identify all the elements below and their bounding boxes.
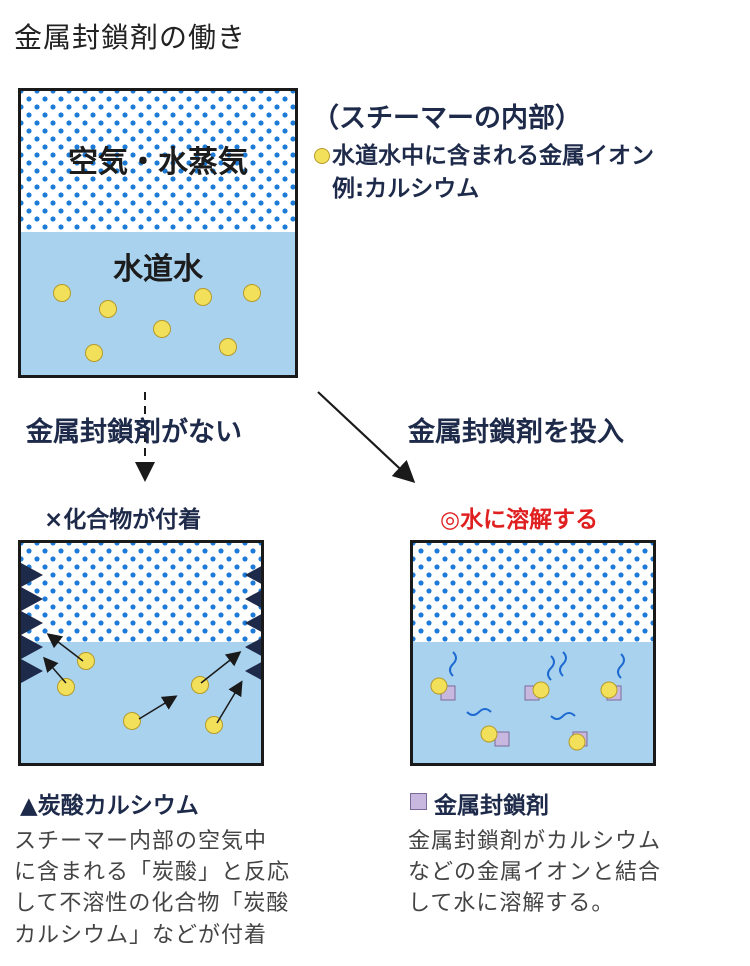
ion xyxy=(77,652,95,670)
motion-arrow xyxy=(138,695,178,720)
ion xyxy=(219,338,237,356)
desc-line: スチーマー内部の空気中 xyxy=(14,829,268,854)
dissolve-result-label: ◎水に溶解する xyxy=(440,507,599,533)
ion xyxy=(194,288,212,306)
legend-ion-line1: 水道水中に含まれる金属イオン xyxy=(332,143,654,169)
ion xyxy=(153,320,171,338)
ion xyxy=(430,677,448,695)
dissolve-wave xyxy=(617,653,625,679)
deposit-right xyxy=(245,566,261,680)
ion xyxy=(243,284,261,302)
desc-line: して不溶性の化合物「炭酸 xyxy=(14,891,290,917)
desc-line: などの金属イオンと結合 xyxy=(408,860,662,886)
dissolve-wave xyxy=(559,651,567,677)
ion xyxy=(53,284,71,302)
deposit-left xyxy=(21,563,43,683)
legend-ion-line2: 例:カルシウム xyxy=(332,176,480,203)
ion xyxy=(568,733,586,751)
steamer-box-with-sequestrant xyxy=(410,540,656,766)
ion xyxy=(57,678,75,696)
ion xyxy=(85,344,103,362)
sequestrant-legend-icon xyxy=(410,793,427,810)
water-region xyxy=(413,642,653,763)
steamer-box-initial: 空気・水蒸気 水道水 xyxy=(18,88,298,378)
calcium-carbonate-legend: ▲炭酸カルシウム xyxy=(20,793,199,819)
steamer-box-no-sequestrant xyxy=(18,540,264,766)
motion-arrow xyxy=(200,651,242,684)
water-region xyxy=(21,642,261,763)
dissolve-wave xyxy=(547,655,555,681)
water-region: 水道水 xyxy=(21,232,295,375)
motion-arrow xyxy=(43,656,67,684)
air-region xyxy=(21,543,261,647)
ion xyxy=(600,681,618,699)
dissolve-wave xyxy=(466,708,492,716)
ion xyxy=(480,725,498,743)
desc-line: に含まれる「炭酸」と反応 xyxy=(14,860,291,886)
no-sequestrant-description: スチーマー内部の空気中 に含まれる「炭酸」と反応 して不溶性の化合物「炭酸 カル… xyxy=(14,826,374,951)
legend-ion: 水道水中に含まれる金属イオン 例:カルシウム xyxy=(314,140,654,207)
sequestrant-overlay xyxy=(430,651,625,751)
deposit-overlay xyxy=(21,563,261,724)
water-label: 水道水 xyxy=(113,252,203,287)
ion xyxy=(532,681,550,699)
with-sequestrant-description: 金属封鎖剤がカルシウム などの金属イオンと結合 して水に溶解する。 xyxy=(408,826,738,920)
motion-arrow xyxy=(216,680,243,724)
air-label: 空気・水蒸気 xyxy=(68,145,248,180)
ion-legend-icon xyxy=(314,148,330,164)
desc-line: 金属封鎖剤がカルシウム xyxy=(408,829,662,854)
air-region: 空気・水蒸気 xyxy=(21,91,295,235)
desc-line: して水に溶解する。 xyxy=(408,891,615,917)
motion-arrow xyxy=(46,633,84,662)
deposit-result-label: ×化合物が付着 xyxy=(44,507,202,533)
with-sequestrant-label: 金属封鎖剤を投入 xyxy=(408,417,624,448)
page-title: 金属封鎖剤の働き xyxy=(14,21,247,54)
arrow-right xyxy=(317,391,416,484)
air-region xyxy=(413,543,653,647)
legend-heading: （スチーマーの内部） xyxy=(312,103,582,134)
no-sequestrant-label: 金属封鎖剤がない xyxy=(26,417,242,448)
dissolve-wave xyxy=(449,651,457,677)
desc-line: カルシウム」などが付着 xyxy=(14,922,268,948)
ion xyxy=(99,300,117,318)
ion xyxy=(123,712,141,730)
sequestrant-legend-label: 金属封鎖剤 xyxy=(434,793,549,819)
dissolve-wave xyxy=(550,712,576,720)
